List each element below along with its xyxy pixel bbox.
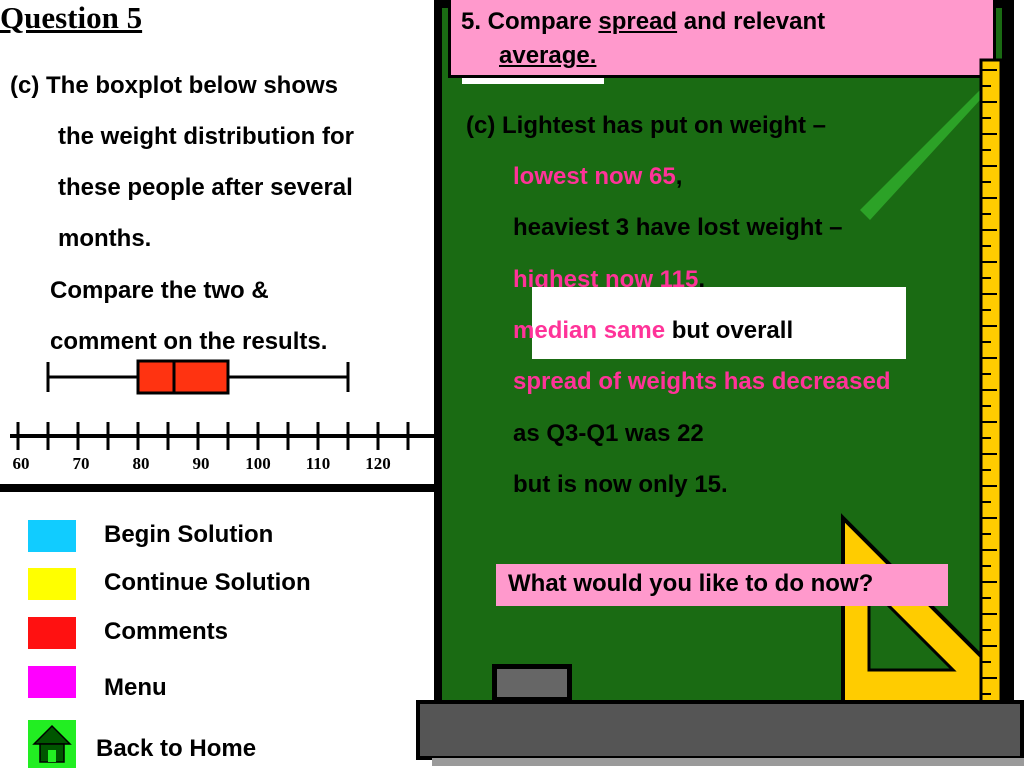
ruler-ticks [981,69,997,695]
number-line: 60 70 80 90 100 110 120 [10,422,450,473]
answer-line-3: heaviest 3 have lost weight – [513,214,843,241]
axis-label: 70 [73,454,90,473]
answer-line-2-tail: , [675,163,683,190]
begin-solution-button[interactable] [28,520,76,552]
answer-line-2: lowest now 65, [513,163,682,191]
axis-label: 100 [245,454,271,473]
set-square-shadow [860,90,980,220]
eraser-icon [492,664,572,702]
answer-line-1: (c) Lightest has put on weight – [466,112,826,139]
menu-label[interactable]: Menu [104,674,167,701]
question-line-6: comment on the results. [50,328,328,355]
board-title-line-1: 5. Compare spread and relevant [461,8,825,36]
answer-line-7: as Q3-Q1 was 22 [513,420,704,447]
title-spread: spread [598,8,678,35]
chalk-tray-shadow [432,758,1024,766]
axis-label: 110 [306,454,331,473]
divider [0,484,448,492]
question-line-2: the weight distribution for [58,123,354,150]
question-line-5: Compare the two & [50,277,269,304]
boxplot [46,359,350,395]
white-cover-box [532,287,906,359]
back-to-home-label[interactable]: Back to Home [96,735,257,762]
board-title-box: 5. Compare spread and relevant average. [448,0,996,78]
title-suffix: and relevant [677,8,826,35]
answer-line-5: median same but overall [513,317,793,345]
begin-solution-label[interactable]: Begin Solution [104,521,274,548]
board-title-line-2: average. [499,42,597,69]
boxplot-figure: 60 70 80 90 100 110 120 [10,359,450,473]
what-next-prompt[interactable]: What would you like to do now? [496,564,948,606]
answer-line-4-tail: , [698,266,706,293]
question-line-4: months. [58,225,152,252]
question-title: Question 5 [0,0,143,35]
axis-label: 60 [13,454,30,473]
answer-median: median same [513,317,666,344]
set-square-hole [867,582,957,672]
chalk-tray [416,700,1024,760]
answer-line-5-tail: but overall [665,317,794,344]
axis-label: 120 [365,454,391,473]
question-line-1: (c) The boxplot below shows [10,72,339,99]
axis-label: 90 [193,454,210,473]
comments-label[interactable]: Comments [104,618,229,645]
back-to-home-button[interactable] [28,720,76,768]
answer-line-6: spread of weights has decreased [513,368,891,395]
question-line-3: these people after several [58,174,353,201]
set-square-icon [841,513,987,704]
answer-line-8: but is now only 15. [513,471,728,498]
comments-button[interactable] [28,617,76,649]
title-prefix: 5. Compare [461,8,599,35]
ruler-icon [979,58,1003,704]
axis-label: 80 [133,454,150,473]
box-q1-q3 [136,359,230,395]
answer-lowest: lowest now 65 [513,163,676,190]
continue-solution-button[interactable] [28,568,76,600]
menu-button[interactable] [28,666,76,698]
home-icon [32,724,72,763]
continue-solution-label[interactable]: Continue Solution [104,569,311,596]
